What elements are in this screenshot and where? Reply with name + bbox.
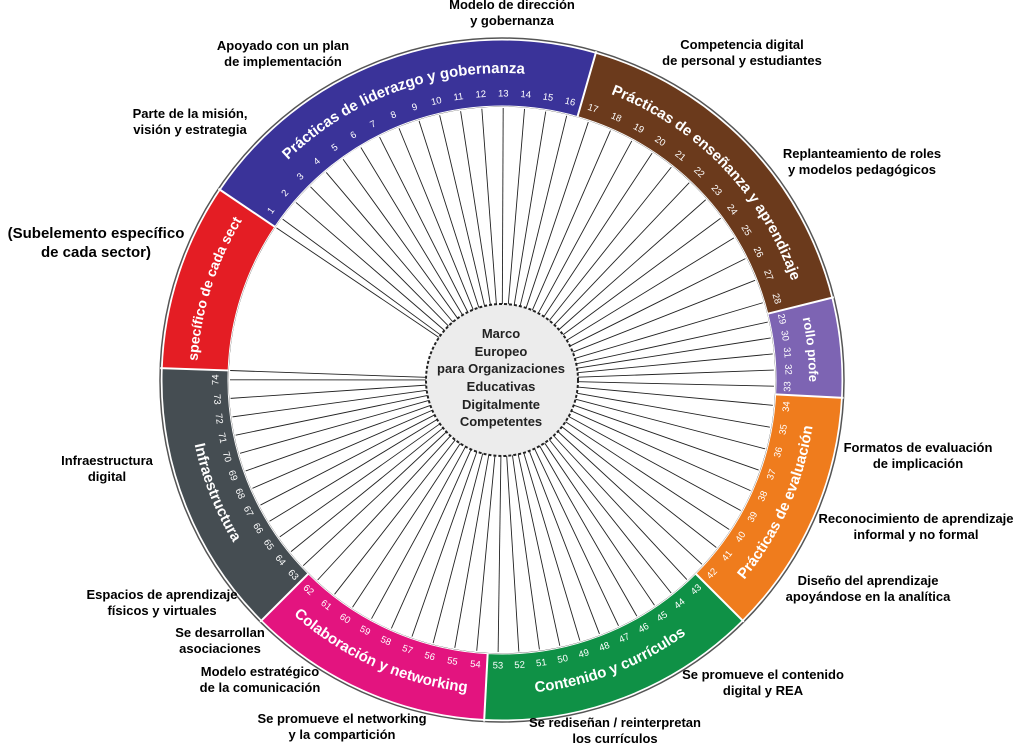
item-number: 15	[542, 91, 554, 104]
center-label: Marco Europeo para Organizaciones Educat…	[427, 318, 575, 438]
annotation-modelo-comunicacion: Modelo estratégico de la comunicación	[160, 664, 360, 697]
annotation-competencia-digital: Competencia digital de personal y estudi…	[632, 37, 852, 70]
item-number: 74	[210, 374, 221, 385]
annotation-formatos-evaluacion: Formatos de evaluación de implicación	[818, 440, 1018, 473]
item-number: 11	[453, 91, 464, 103]
item-number: 52	[514, 660, 525, 672]
item-number: 73	[211, 394, 223, 405]
item-number: 32	[782, 364, 793, 375]
item-number: 54	[470, 659, 482, 671]
annotation-networking: Se promueve el networking y la compartic…	[232, 711, 452, 744]
item-number: 55	[446, 655, 458, 668]
annotation-asociaciones: Se desarrollan asociaciones	[140, 625, 300, 658]
annotation-diseno-aprendizaje: Diseño del aprendizaje apoyándose en la …	[758, 573, 978, 606]
annotation-redisenan: Se rediseñan / reinterpretan los currícu…	[495, 715, 735, 748]
item-number: 30	[778, 330, 791, 342]
item-number: 12	[475, 89, 486, 101]
item-number: 13	[498, 88, 509, 99]
item-number: 53	[493, 660, 504, 671]
item-number: 33	[782, 381, 793, 392]
annotation-apoyado-plan: Apoyado con un plan de implementación	[193, 38, 373, 71]
item-number: 31	[781, 347, 793, 359]
item-number: 34	[781, 401, 793, 413]
annotation-mision-vision: Parte de la misión, visión y estrategia	[100, 106, 280, 139]
item-number: 51	[535, 657, 547, 669]
annotation-contenido-rea: Se promueve el contenido digital y REA	[658, 667, 868, 700]
item-number: 35	[777, 423, 790, 435]
annotation-replanteamiento: Replanteamiento de roles y modelos pedag…	[752, 146, 972, 179]
annotation-subelemento: (Subelemento específico de cada sector)	[0, 225, 196, 263]
annotation-espacios: Espacios de aprendizaje físicos y virtua…	[62, 587, 262, 620]
item-number: 14	[520, 89, 531, 101]
annotation-infraestructura-digital: Infraestructura digital	[42, 453, 172, 486]
item-number: 71	[215, 432, 228, 445]
annotation-reconocimiento: Reconocimiento de aprendizaje informal y…	[808, 511, 1024, 544]
annotation-modelo-direccion: Modelo de dirección y gobernanza	[412, 0, 612, 30]
item-number: 72	[212, 413, 224, 425]
